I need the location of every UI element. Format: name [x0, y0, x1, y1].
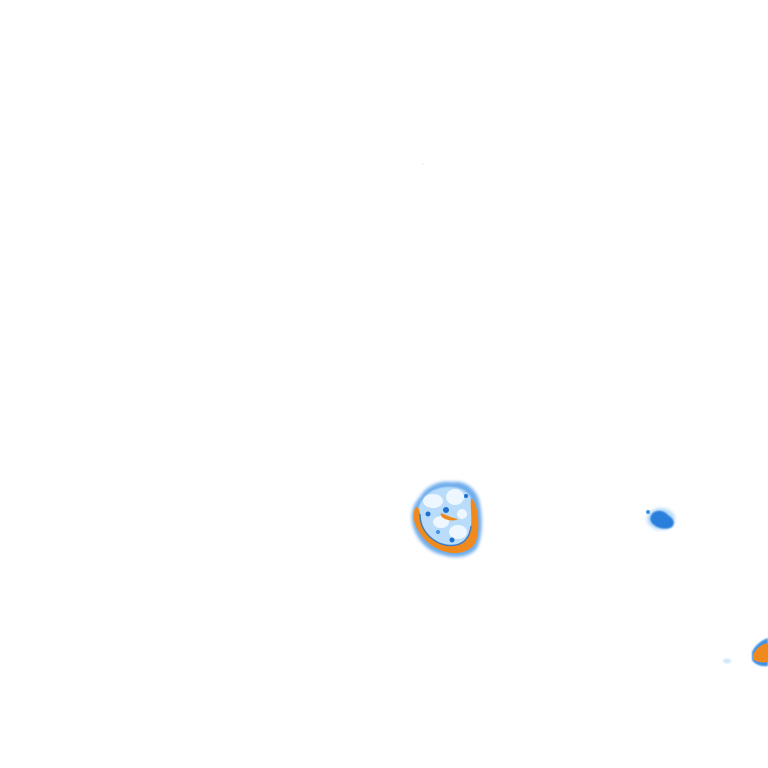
tiny-pale-speck [723, 658, 731, 664]
dark-dot-1 [443, 507, 449, 513]
blob-orange-streak [440, 513, 458, 521]
speck-core [650, 510, 674, 529]
speck-dot [646, 510, 650, 514]
blob-rim-inner-edge [419, 513, 472, 547]
pale-patch-2 [446, 489, 464, 505]
dark-dot-4 [464, 494, 468, 498]
large-cell-blob [411, 481, 482, 557]
tiny-dot-top [422, 163, 424, 165]
pale-patch-5 [457, 509, 467, 519]
small-blue-speck [646, 508, 675, 530]
dark-dot-2 [425, 511, 431, 517]
dark-dot-5 [436, 530, 440, 534]
edge-blob-orange [753, 643, 768, 663]
edge-orange-blob [752, 638, 768, 667]
blob-orange-rim [413, 498, 479, 554]
pale-patch-4 [449, 525, 467, 539]
dark-dot-3 [449, 537, 455, 543]
pale-patch-1 [423, 494, 443, 508]
